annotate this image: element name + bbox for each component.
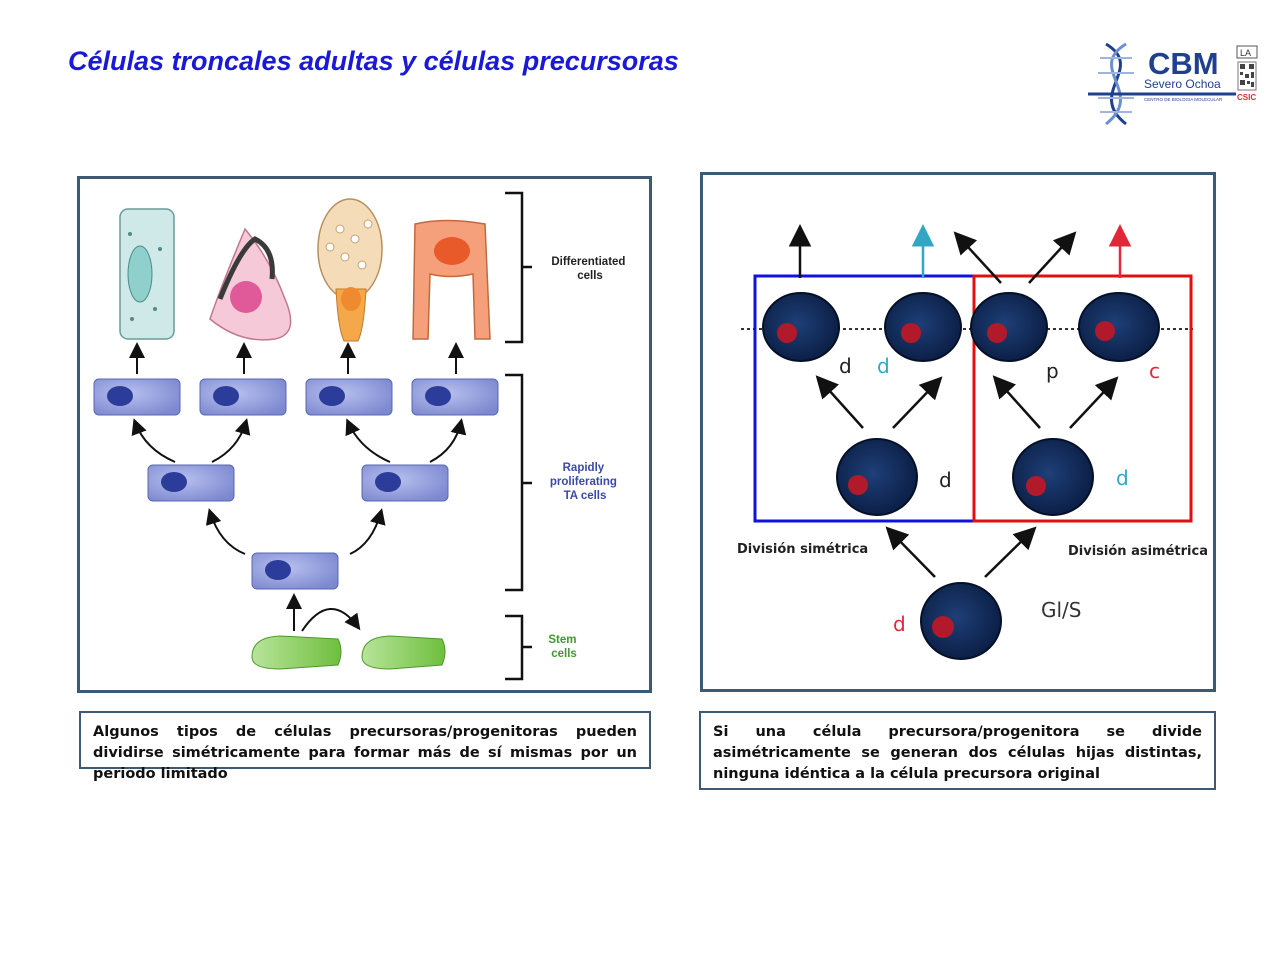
precursor-cell-bottom [920,582,1002,660]
label-symmetric-division: División simétrica [737,542,868,557]
logo-tagline: CENTRO DE BIOLOGIA MOLECULAR [1144,97,1223,102]
ta-cells-row-middle [147,464,449,502]
label-differentiated: Differentiated cells [551,256,628,282]
bracket-stem [505,614,532,681]
label-asymmetric-division: División asimétrica [1068,544,1208,559]
stem-cell-hierarchy-diagram: Differentiated cells Rapidly proliferati… [77,176,652,693]
label-bottom-d: d [893,612,906,636]
logo-name: CBM [1148,46,1219,81]
label-top-c: c [1149,359,1160,383]
arrows-to-differentiated [129,342,464,374]
caption-symmetric: Algunos tipos de células precursoras/pro… [79,711,651,782]
arrow-mid-4 [1069,376,1119,429]
caption-asymmetric: Si una célula precursora/progenitora se … [699,711,1216,790]
label-mid-d2: d [1116,466,1129,490]
arrows-ta-level-1 [205,508,386,555]
label-mid-d1: d [939,468,952,492]
asymmetric-division-box [972,274,1193,523]
arrow-mid-3 [992,375,1041,429]
logo-corner-tag: LA [1240,48,1251,58]
progenitor-cells-middle [836,438,1094,516]
pyramidal-cell [209,227,292,341]
columnar-cell [119,208,175,340]
slide-title: Células troncales adultas y células prec… [68,46,679,76]
bracket-ta [505,373,532,592]
goblet-like-cell [412,219,491,340]
qr-code-icon [1237,61,1257,91]
cell-division-diagram: d d p c d d División simétrica División … [700,172,1216,692]
arrow-bottom-left [885,526,936,578]
logo-subtitle: Severo Ochoa [1144,77,1221,91]
arrow-top-3 [953,231,1002,284]
label-top-d2: d [877,354,890,378]
dna-helix-icon [1088,42,1236,126]
label-top-p: p [1046,359,1059,383]
label-top-d1: d [839,354,852,378]
bracket-differentiated [505,191,532,344]
arrow-mid-2 [892,376,943,429]
label-ta-cells: Rapidly proliferating TA cells [550,462,620,502]
label-phase: Gl/S [1041,598,1082,622]
arrow-stem-self-renewal [301,608,361,632]
daughter-cells-top [762,292,1160,362]
arrow-bottom-right [984,526,1037,578]
arrows-ta-level-2 [131,418,467,463]
arrow-mid-1 [815,375,864,429]
logo-badge: CSIC [1237,93,1256,102]
corner-tag-box [1236,45,1258,59]
stem-cells [251,635,446,670]
ta-cell-bottom [251,552,339,590]
label-stem-cells: Stem cells [548,634,579,660]
ta-cells-row-top [93,378,499,416]
secretory-cell [317,198,383,342]
arrow-top-4 [1028,231,1077,284]
cbm-logo: CBM Severo Ochoa CENTRO DE BIOLOGIA MOLE… [1088,42,1258,126]
